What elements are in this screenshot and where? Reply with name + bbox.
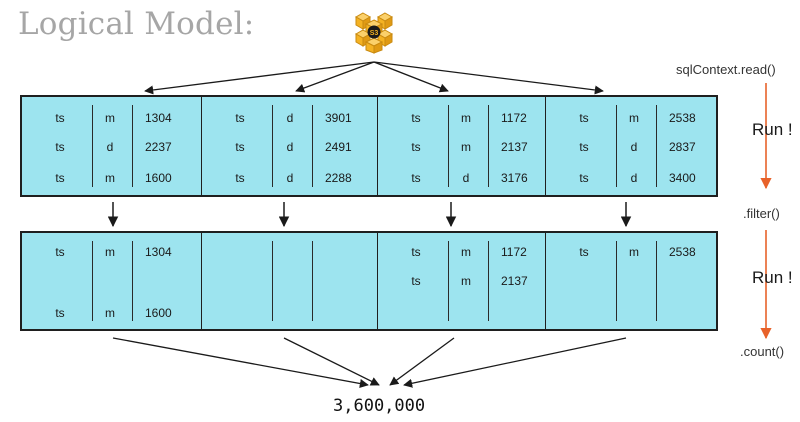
- s3-to-partition-1-arrow: [144, 61, 375, 95]
- column-divider: [132, 105, 133, 187]
- read-partitions-row: ts m 1304 ts d 2237 ts m 1600 ts d 3901 ts d 2491 ts d 22…: [20, 95, 718, 197]
- timestamp-cell: ts: [579, 245, 589, 259]
- type-cell: d: [286, 111, 294, 125]
- value-cell: 2837: [669, 140, 696, 154]
- timestamp-cell: ts: [411, 171, 421, 185]
- type-cell: m: [629, 111, 639, 125]
- column-divider: [272, 105, 273, 187]
- value-cell: 2538: [669, 245, 696, 259]
- column-divider: [488, 105, 489, 187]
- type-cell: m: [105, 171, 115, 185]
- type-cell: m: [461, 140, 471, 154]
- timestamp-cell: ts: [579, 111, 589, 125]
- type-cell: m: [105, 306, 115, 320]
- run-label-1: Run !: [752, 120, 793, 139]
- value-cell: 1172: [501, 111, 527, 125]
- value-cell: 3176: [501, 171, 528, 185]
- type-cell: m: [461, 111, 471, 125]
- timestamp-cell: ts: [235, 171, 245, 185]
- column-divider: [92, 105, 93, 187]
- read-label: sqlContext.read(): [676, 62, 776, 77]
- column-divider: [92, 241, 93, 321]
- value-cell: 1304: [145, 245, 172, 259]
- type-cell: d: [286, 140, 294, 154]
- s3-to-partition-2-arrow: [295, 61, 375, 93]
- column-divider: [312, 105, 313, 187]
- s3-logo-text: S3: [370, 30, 379, 37]
- read-partition-1: ts m 1304 ts d 2237 ts m 1600: [22, 97, 202, 195]
- type-cell: m: [629, 245, 639, 259]
- type-cell: m: [105, 111, 115, 125]
- column-divider: [488, 241, 489, 321]
- filter-partition-3: ts m 1172 ts m 2137: [378, 233, 546, 329]
- timestamp-cell: ts: [411, 274, 421, 288]
- s3-to-partition-4-arrow: [373, 61, 604, 95]
- timestamp-cell: ts: [55, 245, 65, 259]
- timestamp-cell: ts: [235, 140, 245, 154]
- value-cell: 1600: [145, 306, 172, 320]
- column-divider: [448, 105, 449, 187]
- type-cell: m: [105, 245, 115, 259]
- count-arrow-4: [403, 337, 627, 388]
- column-divider: [616, 241, 617, 321]
- column-divider: [616, 105, 617, 187]
- timestamp-cell: ts: [55, 111, 65, 125]
- type-cell: d: [286, 171, 294, 185]
- filter-label: .filter(): [743, 206, 780, 221]
- column-divider: [272, 241, 273, 321]
- count-arrow-3: [389, 337, 455, 386]
- timestamp-cell: ts: [579, 140, 589, 154]
- type-cell: m: [461, 245, 471, 259]
- timestamp-cell: ts: [235, 111, 245, 125]
- value-cell: 3901: [325, 111, 352, 125]
- type-cell: d: [462, 171, 470, 185]
- timestamp-cell: ts: [411, 245, 421, 259]
- value-cell: 1172: [501, 245, 527, 259]
- column-divider: [132, 241, 133, 321]
- aws-s3-icon: S3: [354, 12, 394, 54]
- value-cell: 2538: [669, 111, 696, 125]
- type-cell: d: [630, 140, 638, 154]
- timestamp-cell: ts: [411, 111, 421, 125]
- timestamp-cell: ts: [579, 171, 589, 185]
- column-divider: [656, 241, 657, 321]
- filter-partition-4: ts m 2538: [546, 233, 716, 329]
- value-cell: 2288: [325, 171, 352, 185]
- s3-to-partition-3-arrow: [373, 61, 449, 93]
- column-divider: [448, 241, 449, 321]
- type-cell: d: [106, 140, 114, 154]
- filter-partition-1: ts m 1304 ts m 1600: [22, 233, 202, 329]
- value-cell: 2491: [325, 140, 352, 154]
- value-cell: 2137: [501, 140, 528, 154]
- run-label-2: Run !: [752, 268, 793, 287]
- value-cell: 1304: [145, 111, 172, 125]
- column-divider: [656, 105, 657, 187]
- value-cell: 3400: [669, 171, 696, 185]
- read-partition-2: ts d 3901 ts d 2491 ts d 2288: [202, 97, 378, 195]
- count-result: 3,600,000: [333, 396, 426, 416]
- type-cell: m: [461, 274, 471, 288]
- page-title: Logical Model:: [18, 6, 255, 42]
- type-cell: d: [630, 171, 638, 185]
- read-partition-3: ts m 1172 ts m 2137 ts d 3176: [378, 97, 546, 195]
- value-cell: 1600: [145, 171, 172, 185]
- timestamp-cell: ts: [55, 171, 65, 185]
- value-cell: 2237: [145, 140, 172, 154]
- count-arrow-2: [283, 337, 380, 386]
- timestamp-cell: ts: [55, 306, 65, 320]
- read-partition-4: ts m 2538 ts d 2837 ts d 3400: [546, 97, 716, 195]
- value-cell: 2137: [501, 274, 528, 288]
- filter-partition-2: [202, 233, 378, 329]
- count-label: .count(): [740, 344, 785, 359]
- count-arrow-1: [112, 337, 369, 388]
- column-divider: [312, 241, 313, 321]
- filter-partitions-row: ts m 1304 ts m 1600 ts m 1172 ts m 2137 ts m 2538: [20, 231, 718, 331]
- timestamp-cell: ts: [55, 140, 65, 154]
- timestamp-cell: ts: [411, 140, 421, 154]
